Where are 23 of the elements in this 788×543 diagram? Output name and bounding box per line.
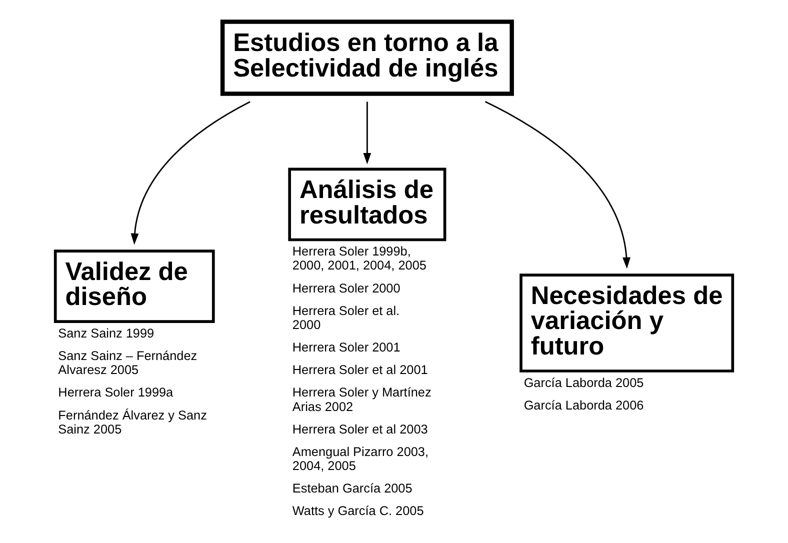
node-label: Herrera Soler y Martínez Arias 2002 [292,386,432,414]
node-label: Herrera Soler et al 2001 [292,363,428,378]
arrow [130,101,250,245]
node-label: Herrera Soler 1999b, 2000, 2001, 2004, 2005 [292,244,426,273]
node-label: Fernández Álvarez y Sanz Sainz 2005 [58,408,207,436]
node-label: Watts y García C. 2005 [292,504,424,518]
node-label: Herrera Soler et al 2003 [292,422,428,436]
arrow [484,100,630,269]
node-box: Análisis de resultados [288,168,446,242]
node-label: Sanz Sainz – Fernández Alvaresz 2005 [58,348,198,378]
arrow [363,102,372,164]
node-box: Necesidades de variación y futuro [520,274,734,372]
node-label: Herrera Soler 2000 [292,281,400,296]
node-label: Herrera Soler 1999a [58,386,174,400]
node-box: Validez de diseño [54,250,215,323]
node-label: Sanz Sainz 1999 [58,326,154,340]
node-label: García Laborda 2005 [524,376,644,390]
node-label: Herrera Soler et al. 2000 [292,304,400,332]
node-label: Amengual Pizarro 2003, 2004, 2005 [292,444,429,474]
node-label: Esteban García 2005 [292,482,412,496]
node-label: García Laborda 2006 [524,398,644,412]
node-label: Herrera Soler 2001 [292,340,400,355]
node-box: Estudios en torno a la Selectividad de inglés [220,20,514,96]
